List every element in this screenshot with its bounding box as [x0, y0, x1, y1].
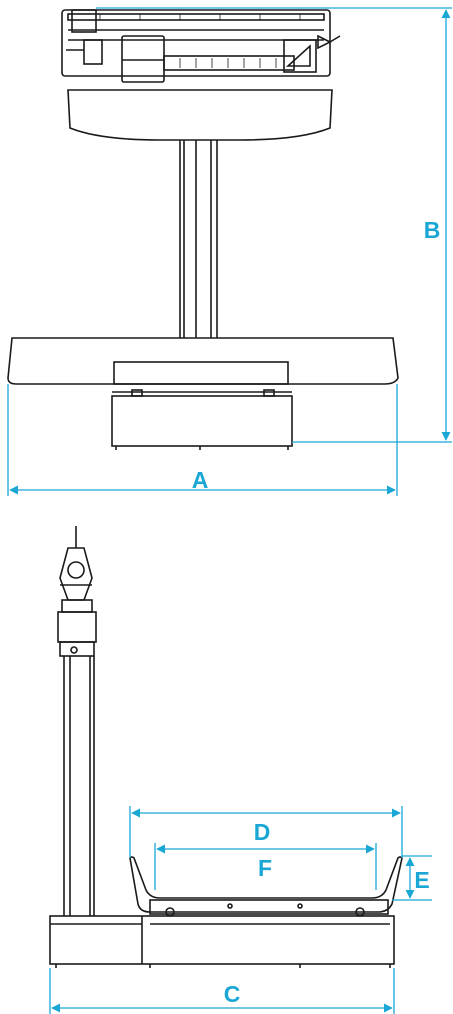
dimension-c	[49, 968, 395, 1014]
side-base	[49, 915, 395, 968]
side-column	[63, 656, 95, 916]
label-a: A	[192, 467, 209, 493]
label-c: C	[224, 981, 241, 1007]
dimension-a	[7, 384, 398, 496]
side-view	[49, 526, 403, 968]
base-box	[111, 361, 293, 450]
label-b: B	[424, 217, 441, 243]
beam-head	[61, 9, 341, 83]
dimension-d	[129, 806, 403, 858]
side-head	[57, 526, 97, 657]
label-e: E	[414, 867, 429, 893]
label-f: F	[258, 855, 272, 881]
label-d: D	[254, 819, 271, 845]
front-view	[7, 9, 399, 450]
column	[179, 140, 218, 338]
dimension-f	[154, 843, 377, 890]
dimension-e	[392, 855, 432, 901]
dimension-b	[96, 7, 452, 443]
head-housing	[67, 89, 333, 141]
platform	[7, 337, 399, 385]
